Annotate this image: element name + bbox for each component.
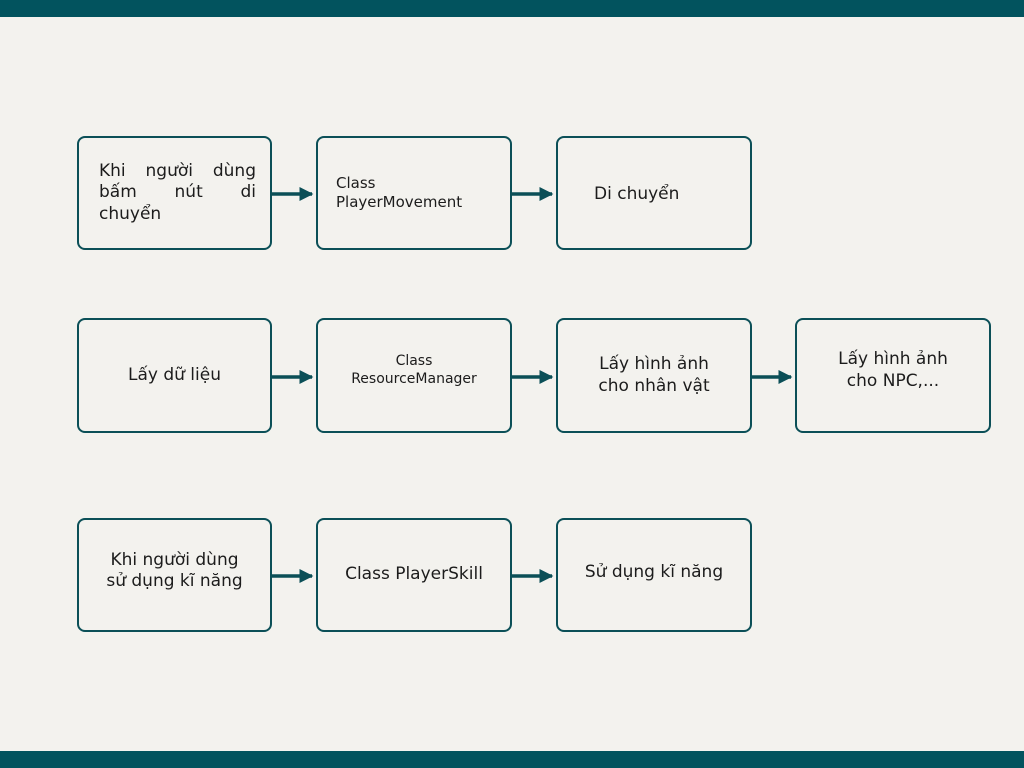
node-move: Di chuyển [556, 136, 752, 250]
node-label: Lấy hình ảnh cho nhân vật [598, 354, 710, 396]
node-label: Class PlayerMovement [336, 174, 463, 211]
node-label: Khi người dùng bấm nút di chuyển [99, 161, 256, 224]
node-label: Class PlayerSkill [345, 564, 483, 585]
node-use-skill: Sử dụng kĩ năng [556, 518, 752, 632]
node-label: Lấy hình ảnh cho NPC,... [838, 349, 948, 391]
node-label: Di chuyển [594, 184, 680, 204]
node-label: Khi người dùng sử dụng kĩ năng [106, 549, 243, 591]
node-user-use-skill: Khi người dùng sử dụng kĩ năng [77, 518, 272, 632]
top-band [0, 0, 1024, 17]
bottom-band [0, 751, 1024, 768]
node-npc-images: Lấy hình ảnh cho NPC,... [795, 318, 991, 433]
node-label: Lấy dữ liệu [127, 364, 221, 385]
node-player-skill: Class PlayerSkill [316, 518, 512, 632]
node-label: Class ResourceManager [351, 353, 477, 387]
node-label: Sử dụng kĩ năng [584, 562, 724, 583]
node-get-data: Lấy dữ liệu [77, 318, 272, 433]
node-user-press-move: Khi người dùng bấm nút di chuyển [77, 136, 272, 250]
node-resource-manager: Class ResourceManager [316, 318, 512, 433]
node-character-images: Lấy hình ảnh cho nhân vật [556, 318, 752, 433]
node-player-movement: Class PlayerMovement [316, 136, 512, 250]
